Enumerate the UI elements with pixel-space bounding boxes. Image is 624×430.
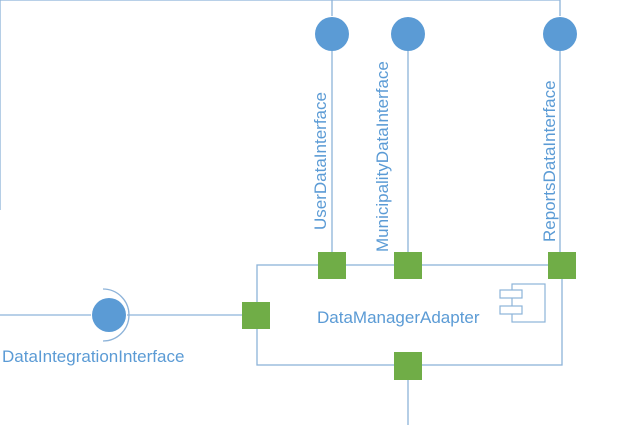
municipality-data-port[interactable]: [394, 252, 422, 279]
bottom-port[interactable]: [394, 352, 422, 380]
data-integration-port[interactable]: [242, 302, 270, 329]
external-connector-lines: [0, 0, 561, 210]
user-data-interface-label: UserDataInterface: [311, 92, 330, 230]
data-integration-interface-label: DataIntegrationInterface: [2, 347, 184, 366]
user-data-port[interactable]: [318, 252, 346, 279]
user-data-interface-ball[interactable]: [315, 17, 349, 51]
data-integration-socket-arc: [102, 288, 130, 342]
interface-connector-lines: [0, 50, 561, 425]
reports-data-interface-label: ReportsDataInterface: [540, 80, 559, 242]
municipality-data-interface-label: MunicipalityDataInterface: [373, 61, 392, 252]
reports-data-interface-ball[interactable]: [543, 17, 577, 51]
ports: [242, 252, 576, 380]
component-name-label: DataManagerAdapter: [317, 308, 480, 327]
municipality-data-interface-ball[interactable]: [391, 17, 425, 51]
interface-balls: [92, 17, 577, 342]
component-icon: [499, 283, 546, 323]
data-integration-interface-ball[interactable]: [92, 298, 126, 332]
reports-data-port[interactable]: [548, 252, 576, 279]
